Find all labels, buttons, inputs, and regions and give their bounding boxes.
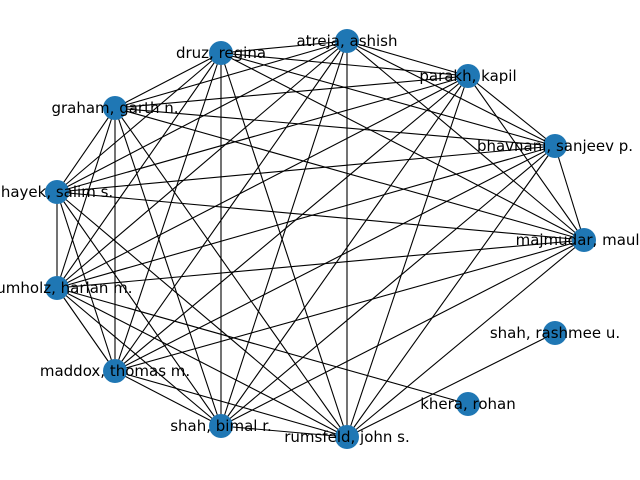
node-parakh <box>456 64 480 88</box>
edge-atreja-parakh <box>346 40 469 77</box>
edge-bhavnani-shahb <box>220 145 556 427</box>
node-label-druz: druz, regina <box>176 44 266 62</box>
node-shahb <box>209 414 233 438</box>
edge-atreja-druz <box>220 40 348 54</box>
node-atreja <box>335 29 359 53</box>
node-bhavnani <box>543 134 567 158</box>
edge-shahb-rumsfeld <box>220 425 348 438</box>
label-layer: atreja, ashish druz, regina parakh, kapil g… <box>0 32 640 446</box>
edge-graham-shahb <box>114 107 222 427</box>
edge-parakh-maddox <box>114 75 469 372</box>
edge-druz-krumholz <box>56 52 222 289</box>
edge-hayek-rumsfeld <box>56 191 348 438</box>
edge-atreja-shahb <box>220 40 348 427</box>
edge-maddox-shahb <box>114 370 222 427</box>
edge-graham-bhavnani <box>114 107 556 147</box>
edge-bhavnani-rumsfeld <box>346 145 556 438</box>
node-label-shahr: shah, rashmee u. <box>490 324 620 342</box>
node-label-maddox: maddox, thomas m. <box>40 362 190 380</box>
edge-hayek-shahb <box>56 191 222 427</box>
edge-parakh-majmudar <box>467 75 585 241</box>
node-label-majmudar: majmudar, maulik <box>516 231 640 249</box>
node-hayek <box>45 180 69 204</box>
edge-parakh-bhavnani <box>467 75 556 147</box>
edge-bhavnani-majmudar <box>554 145 585 241</box>
node-majmudar <box>572 228 596 252</box>
edge-druz-majmudar <box>220 52 585 241</box>
node-label-parakh: parakh, kapil <box>419 67 516 85</box>
edge-graham-majmudar <box>114 107 585 241</box>
edge-maddox-rumsfeld <box>114 370 348 438</box>
edge-krumholz-shahb <box>56 287 222 427</box>
edge-atreja-majmudar <box>346 40 585 241</box>
edge-parakh-graham <box>114 75 469 109</box>
node-shahr <box>543 321 567 345</box>
node-label-krumholz: krumholz, harlan m. <box>0 279 133 297</box>
node-label-khera: khera, rohan <box>420 395 516 413</box>
edge-hayek-majmudar <box>56 191 585 241</box>
edge-layer <box>56 40 585 438</box>
edge-druz-graham <box>114 52 222 109</box>
node-maddox <box>103 359 127 383</box>
node-label-hayek: hayek, salim s. <box>1 183 113 201</box>
edge-druz-bhavnani <box>220 52 556 147</box>
node-label-rumsfeld: rumsfeld, john s. <box>284 428 410 446</box>
node-graham <box>103 96 127 120</box>
edge-graham-hayek <box>56 107 116 193</box>
node-label-shahb: shah, bimal r. <box>170 417 272 435</box>
edge-graham-krumholz <box>56 107 116 289</box>
node-label-graham: graham, garth n. <box>51 99 178 117</box>
edge-druz-hayek <box>56 52 222 193</box>
edge-parakh-hayek <box>56 75 469 193</box>
edge-atreja-maddox <box>114 40 348 372</box>
edge-atreja-bhavnani <box>346 40 556 147</box>
edge-majmudar-krumholz <box>56 239 585 289</box>
edge-krumholz-khera <box>56 287 469 405</box>
edge-druz-parakh <box>220 52 469 77</box>
edge-majmudar-maddox <box>114 239 585 372</box>
edge-bhavnani-hayek <box>56 145 556 193</box>
edge-atreja-krumholz <box>56 40 348 289</box>
edge-majmudar-rumsfeld <box>346 239 585 438</box>
node-label-bhavnani: bhavnani, sanjeev p. <box>477 137 633 155</box>
edge-atreja-hayek <box>56 40 348 193</box>
edge-rumsfeld-shahr <box>346 332 556 438</box>
node-druz <box>209 41 233 65</box>
node-krumholz <box>45 276 69 300</box>
edge-krumholz-maddox <box>56 287 116 372</box>
node-layer <box>45 29 596 449</box>
edge-krumholz-rumsfeld <box>56 287 348 438</box>
edge-druz-rumsfeld <box>220 52 348 438</box>
edge-bhavnani-maddox <box>114 145 556 372</box>
node-label-atreja: atreja, ashish <box>296 32 397 50</box>
edge-majmudar-shahb <box>220 239 585 427</box>
edge-druz-maddox <box>114 52 222 372</box>
edge-atreja-graham <box>114 40 348 109</box>
node-khera <box>456 392 480 416</box>
edge-bhavnani-krumholz <box>56 145 556 289</box>
edge-parakh-shahb <box>220 75 469 427</box>
edge-hayek-maddox <box>56 191 116 372</box>
node-rumsfeld <box>335 425 359 449</box>
edge-parakh-krumholz <box>56 75 469 289</box>
